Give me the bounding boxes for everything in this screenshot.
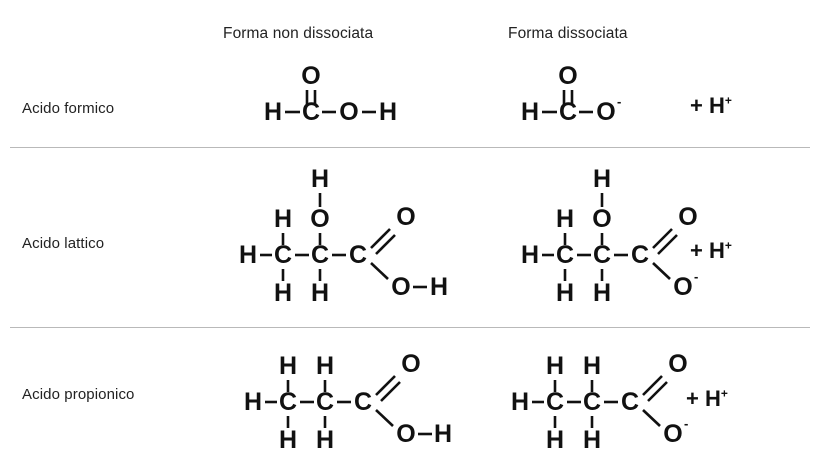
atom-C: C: [354, 388, 372, 416]
atom-H: H: [239, 241, 257, 269]
atom-H: H: [379, 98, 397, 126]
atom-H: H: [244, 388, 262, 416]
atom-C: C: [316, 388, 334, 416]
structure-acido-propionico-dissociated: H H H C C C H H O O -: [510, 350, 710, 452]
atom-C: C: [559, 98, 577, 126]
atom-O: O: [678, 203, 697, 231]
atom-H: H: [593, 279, 611, 307]
charge-negative: -: [694, 269, 698, 284]
atom-O: O: [310, 205, 329, 233]
atom-O: O: [339, 98, 358, 126]
atom-H: H: [279, 426, 297, 452]
atom-C: C: [556, 241, 574, 269]
atom-O: O: [663, 420, 682, 448]
atom-H: H: [279, 352, 297, 380]
structure-acido-propionico-undissociated: H H H C C C H H O O H: [243, 350, 453, 452]
atom-H: H: [583, 426, 601, 452]
atom-H: H: [556, 279, 574, 307]
atom-C: C: [621, 388, 639, 416]
atom-H: H: [264, 98, 282, 126]
atom-H: H: [316, 352, 334, 380]
atom-H: H: [511, 388, 529, 416]
ion-plus-sign: +: [690, 238, 703, 263]
ion-term-hydrogen: + H+: [690, 93, 732, 119]
atom-H: H: [583, 352, 601, 380]
row-divider: [10, 147, 810, 148]
ion-atom-H: H: [708, 93, 725, 118]
row-label-acido-propionico: Acido propionico: [22, 386, 135, 403]
atom-O: O: [396, 203, 415, 231]
atom-H: H: [274, 279, 292, 307]
atom-H: H: [311, 279, 329, 307]
atom-H: H: [546, 352, 564, 380]
structure-acido-formico-undissociated: O H C O H: [263, 62, 423, 132]
atom-C: C: [311, 241, 329, 269]
row-label-acido-lattico: Acido lattico: [22, 235, 105, 252]
row-label-acido-formico: Acido formico: [22, 100, 115, 117]
structure-acido-formico-dissociated: O H C O -: [520, 62, 650, 132]
atom-H: H: [593, 165, 611, 193]
atom-H: H: [311, 165, 329, 193]
atom-O: O: [592, 205, 611, 233]
atom-O: O: [596, 98, 615, 126]
ion-charge-positive: +: [724, 238, 732, 253]
structure-acido-lattico-dissociated: H O H H C C C H H O O -: [520, 165, 720, 315]
ion-term-hydrogen: + H+: [690, 238, 732, 264]
atom-H: H: [521, 241, 539, 269]
column-header-undissociated: Forma non dissociata: [223, 25, 374, 42]
atom-H: H: [430, 273, 448, 301]
atom-C: C: [279, 388, 297, 416]
row-divider: [10, 327, 810, 328]
charge-negative: -: [684, 416, 688, 431]
atom-H: H: [274, 205, 292, 233]
atom-O: O: [391, 273, 410, 301]
atom-H: H: [521, 98, 539, 126]
atom-C: C: [583, 388, 601, 416]
atom-H: H: [316, 426, 334, 452]
atom-O: O: [668, 350, 687, 378]
ion-atom-H: H: [704, 386, 721, 411]
atom-C: C: [593, 241, 611, 269]
atom-C: C: [274, 241, 292, 269]
atom-H: H: [434, 420, 452, 448]
atom-O: O: [673, 273, 692, 301]
charge-negative: -: [617, 94, 621, 109]
ion-plus-sign: +: [686, 386, 699, 411]
ion-charge-positive: +: [720, 386, 728, 401]
atom-O: O: [558, 62, 577, 90]
column-header-dissociated: Forma dissociata: [508, 25, 628, 42]
ion-term-hydrogen: + H+: [686, 386, 728, 412]
structure-acido-lattico-undissociated: H O H H C C C H H O: [238, 165, 453, 315]
ion-plus-sign: +: [690, 93, 703, 118]
atom-O: O: [401, 350, 420, 378]
atom-O: O: [301, 62, 320, 90]
atom-C: C: [546, 388, 564, 416]
ion-atom-H: H: [708, 238, 725, 263]
atom-H: H: [556, 205, 574, 233]
atom-O: O: [396, 420, 415, 448]
atom-C: C: [631, 241, 649, 269]
atom-C: C: [302, 98, 320, 126]
atom-C: C: [349, 241, 367, 269]
ion-charge-positive: +: [724, 93, 732, 108]
atom-H: H: [546, 426, 564, 452]
